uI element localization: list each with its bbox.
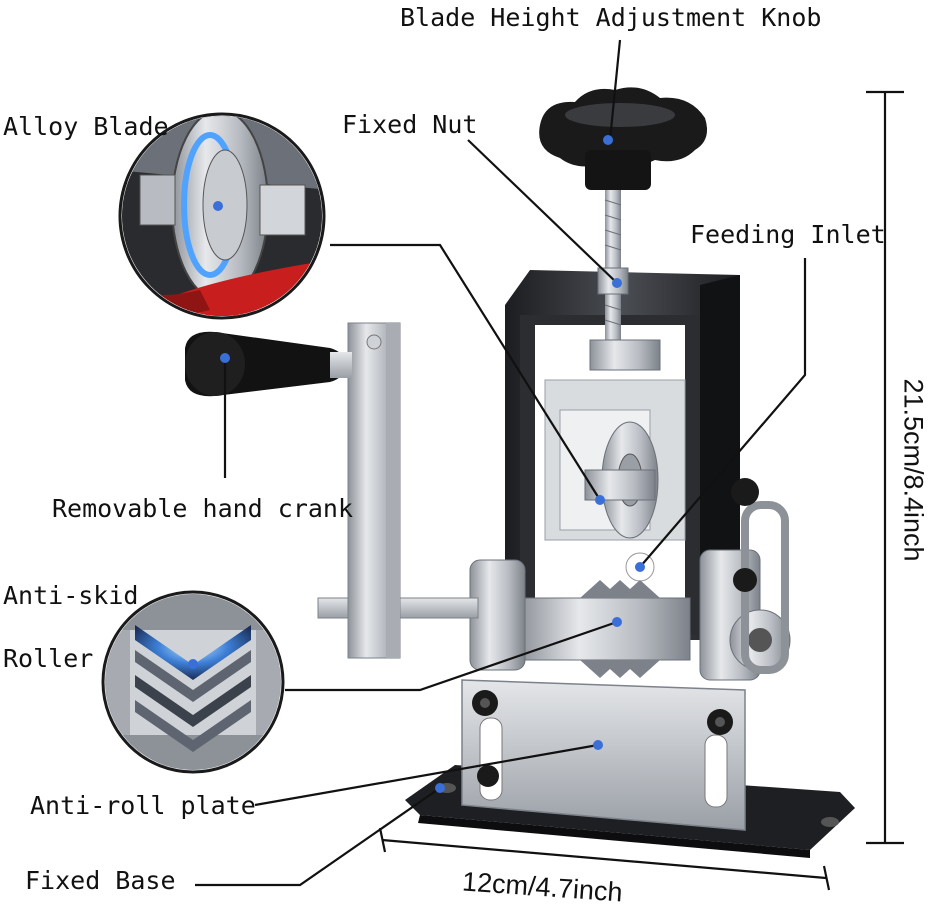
leader-antiroll: [254, 743, 599, 807]
marker-blade-detail: [213, 201, 223, 211]
marker-roller-detail: [188, 659, 198, 669]
leader-inlet: [639, 258, 807, 568]
label-anti-skid: Anti-skid: [3, 581, 139, 610]
leader-knob: [608, 39, 622, 141]
roller-assembly: [469, 478, 791, 681]
marker-inlet: [635, 562, 645, 572]
label-anti-roll-plate: Anti-roll plate: [30, 791, 256, 820]
label-removable-hand-crank: Removable hand crank: [52, 494, 354, 523]
label-feeding-inlet: Feeding Inlet: [690, 220, 886, 249]
width-dimension-line: [381, 838, 827, 880]
height-dimension-label: 21.5cm/8.4inch: [898, 378, 929, 562]
leader-base: [195, 787, 441, 887]
leader-lines: [195, 39, 807, 887]
label-fixed-base: Fixed Base: [25, 866, 176, 895]
anti-roll-plate: [461, 679, 746, 831]
marker-crank: [220, 353, 230, 363]
marker-roller: [612, 617, 622, 627]
marker-base: [435, 783, 445, 793]
leader-roller: [285, 620, 618, 692]
leader-blade: [330, 243, 601, 501]
label-alloy-blade: Alloy Blade: [3, 112, 169, 141]
roller-detail-icon: [101, 590, 285, 774]
leader-nut: [467, 139, 618, 284]
marker-nut: [612, 278, 622, 288]
dimension-lines: [378, 90, 904, 891]
marker-antiroll: [593, 740, 603, 750]
blade-wheel: [584, 421, 659, 582]
label-fixed-nut: Fixed Nut: [342, 110, 478, 139]
label-roller: Roller: [3, 644, 94, 673]
marker-knob: [603, 135, 613, 145]
marker-blade: [595, 495, 605, 505]
blade-detail-icon: [118, 112, 326, 320]
label-blade-height-adjustment-knob: Blade Height Adjustment Knob: [400, 3, 822, 32]
adjustment-knob: [539, 87, 708, 371]
marker-dots: [188, 135, 645, 793]
